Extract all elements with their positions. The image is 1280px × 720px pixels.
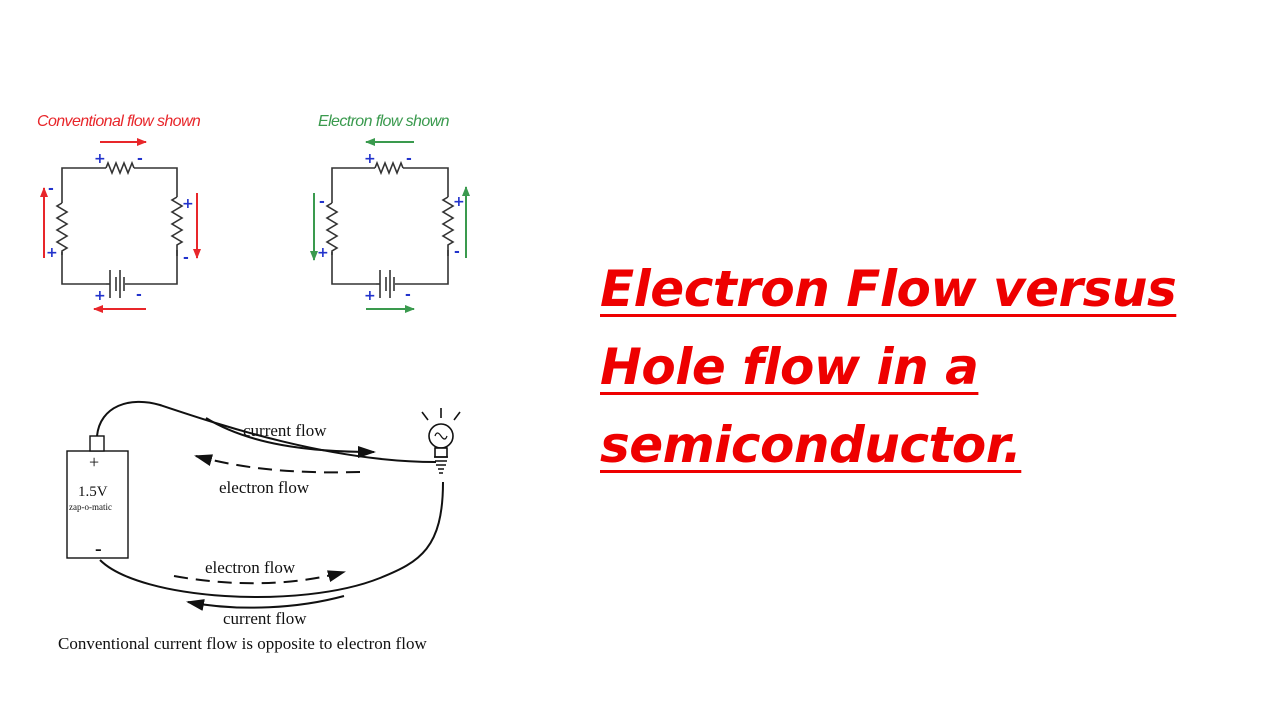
- resistor-top: [105, 160, 135, 176]
- diagram-caption: Conventional current flow is opposite to…: [58, 634, 427, 653]
- light-bulb-icon: [421, 408, 461, 474]
- slide-title: Electron Flow versus Hole flow in a semi…: [600, 250, 1220, 484]
- sign-minus: -: [405, 287, 411, 303]
- sign-minus: -: [137, 151, 143, 167]
- resistor-top: [374, 160, 404, 176]
- sign-minus: -: [406, 151, 412, 167]
- battery-body: [66, 450, 129, 559]
- electron-flow-circuit: Electron flow shown + - - + + - + -: [310, 113, 470, 313]
- battery-symbol: [376, 270, 395, 298]
- resistor-left: [325, 202, 339, 255]
- title-line-2: Hole flow in a: [600, 338, 979, 396]
- resistor-left: [55, 202, 69, 255]
- bottom-electron-flow-arrow: [173, 570, 346, 585]
- sign-plus: +: [317, 245, 329, 261]
- conventional-flow-label: Conventional flow shown: [37, 113, 201, 130]
- title-line-3: semiconductor.: [600, 416, 1022, 474]
- sign-minus: -: [454, 244, 460, 260]
- top-electron-flow-arrow: [194, 454, 361, 474]
- battery-symbol: [106, 270, 125, 298]
- sign-plus: +: [182, 196, 194, 212]
- sign-plus: +: [364, 288, 376, 304]
- bottom-current-flow-label: current flow: [223, 609, 307, 628]
- sign-plus: +: [94, 288, 106, 304]
- circuit-wires: [61, 167, 178, 285]
- sign-plus: +: [94, 151, 106, 167]
- title-line-1: Electron Flow versus: [600, 260, 1177, 318]
- top-electron-flow-label: electron flow: [219, 478, 310, 497]
- sign-minus: -: [48, 181, 54, 197]
- sign-minus: -: [136, 287, 142, 303]
- top-current-flow-label: current flow: [243, 421, 327, 440]
- electron-flow-label: Electron flow shown: [318, 113, 450, 130]
- battery-voltage: 1.5V: [78, 484, 108, 500]
- wire-bottom: [99, 481, 444, 598]
- resistor-right: [441, 196, 455, 256]
- battery-minus-sign: -: [95, 538, 102, 560]
- sign-minus: -: [319, 194, 325, 210]
- battery-brand: zap-o-matic: [69, 502, 112, 512]
- conventional-flow-circuit: Conventional flow shown + - - + + - + -: [37, 113, 201, 313]
- bottom-electron-flow-label: electron flow: [205, 558, 296, 577]
- top-current-flow-arrow: [205, 417, 376, 458]
- sign-plus: +: [46, 245, 58, 261]
- resistor-right: [170, 196, 184, 256]
- sign-plus: +: [453, 194, 465, 210]
- battery-terminal: [89, 435, 105, 452]
- bottom-current-flow-arrow: [186, 595, 345, 611]
- battery-plus-sign: +: [89, 452, 99, 472]
- circuit-wires: [331, 167, 449, 285]
- sign-minus: -: [183, 250, 189, 266]
- battery-lamp-diagram: + 1.5V zap-o-matic - current flow electr…: [58, 400, 461, 653]
- sign-plus: +: [364, 151, 376, 167]
